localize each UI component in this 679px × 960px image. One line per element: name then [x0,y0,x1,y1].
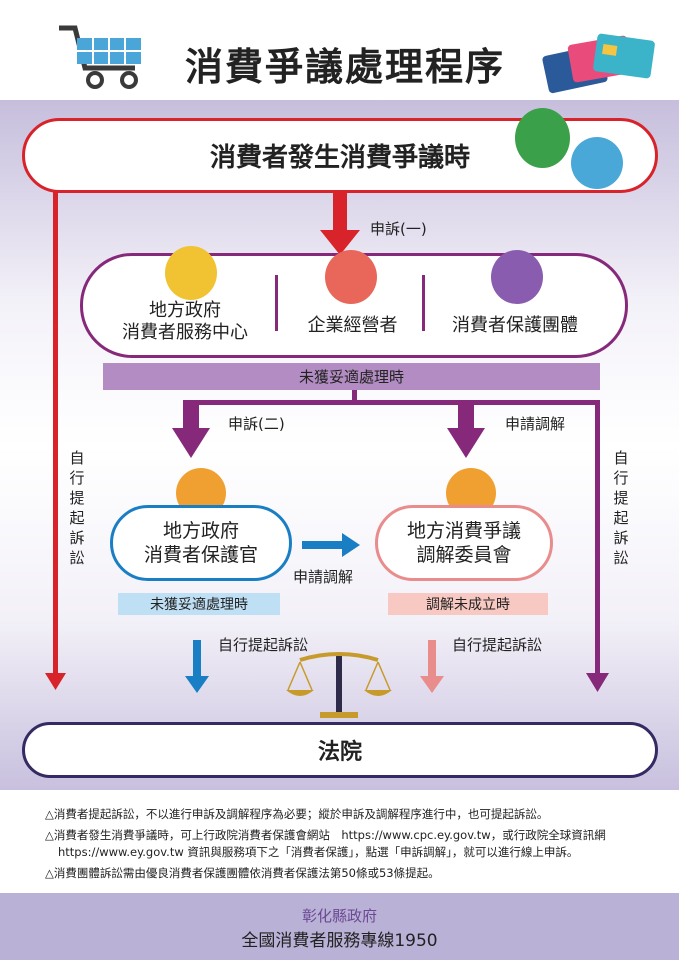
mediation-failed-label: 調解未成立時 [388,593,548,615]
self-lawsuit-label-1: 自行提起訴訟 [218,636,309,654]
self-lawsuit-left-label: 自行提起訴訟 [69,449,85,567]
start-label: 消費者發生消費爭議時 [209,143,470,173]
consumer-avatar-icon [571,137,623,189]
committee-line: 地方消費爭議 [406,520,521,542]
note: △消費團體訴訟需由優良消費者保護團體依消費者保護法第50條或53條提起。 [45,866,440,880]
note-line: △消費者發生消費爭議時，可上行政院消費者保護會網站 https://www.cp… [45,828,606,842]
mediation-committee-box: 地方消費爭議調解委員會 [375,505,553,581]
court-box: 法院 [22,722,658,778]
page-title: 消費爭議處理程序 [184,45,505,89]
apply-mediation-label: 申請調解 [505,415,566,433]
officer-line: 地方政府 [162,520,239,542]
unresolved-bar: 未獲妥適處理時 [103,363,600,390]
notes: △消費者提起訴訟，不以進行申訴及調解程序為必要；縱於申訴及調解程序進行中，也可提… [45,806,665,886]
committee-line: 調解委員會 [416,544,512,566]
note: △消費者發生消費爭議時，可上行政院消費者保護會網站 https://www.cp… [45,827,665,844]
hotline: 全國消費者服務專線1950 [241,931,438,951]
org-local-gov-service-center: 地方政府 消費者服務中心 [110,300,260,344]
org-business: 企業經營者 [285,315,420,337]
org-line: 消費者保護團體 [452,315,578,336]
officer-unresolved-label: 未獲妥適處理時 [118,593,280,615]
shopping-cart-icon [59,25,141,89]
complaint-2-label: 申訴(二) [228,415,285,433]
business-avatar-icon [325,250,377,304]
org-line: 消費者服務中心 [122,322,248,343]
flow-arrows [45,190,609,718]
self-lawsuit-label-2: 自行提起訴訟 [452,636,543,654]
self-lawsuit-line [53,190,58,675]
consumer-avatar-icon [515,108,570,168]
footer: 彰化縣政府 全國消費者服務專線1950 [0,893,679,960]
credit-cards-icon [542,33,655,94]
arrow-head [320,230,360,255]
header: 消費爭議處理程序 [0,0,679,100]
government-name: 彰化縣政府 [301,907,377,925]
officer-line: 消費者保護官 [143,544,258,566]
divider [275,275,278,331]
self-lawsuit-right-label: 自行提起訴訟 [613,449,629,567]
arrow-head [45,673,66,690]
note-line: https://www.ey.gov.tw 資訊與服務項下之「消費者保護」，點選… [58,845,579,859]
apply-mediation-label-2: 申請調解 [293,568,354,586]
org-line: 地方政府 [149,300,221,321]
consumer-protection-officer-box: 地方政府消費者保護官 [110,505,292,581]
protection-group-avatar-icon [491,250,543,304]
note: △消費者提起訴訟，不以進行申訴及調解程序為必要；縱於申訴及調解程序進行中，也可提… [45,807,549,821]
org-line: 企業經營者 [307,315,398,336]
note: https://www.ey.gov.tw 資訊與服務項下之「消費者保護」，點選… [45,844,665,861]
service-center-avatar-icon [165,246,217,300]
divider [422,275,425,331]
court-label: 法院 [317,740,362,765]
complaint-1-label: 申訴(一) [370,220,427,238]
org-consumer-protection-group: 消費者保護團體 [430,315,600,337]
scales-of-justice-icon [286,652,392,718]
